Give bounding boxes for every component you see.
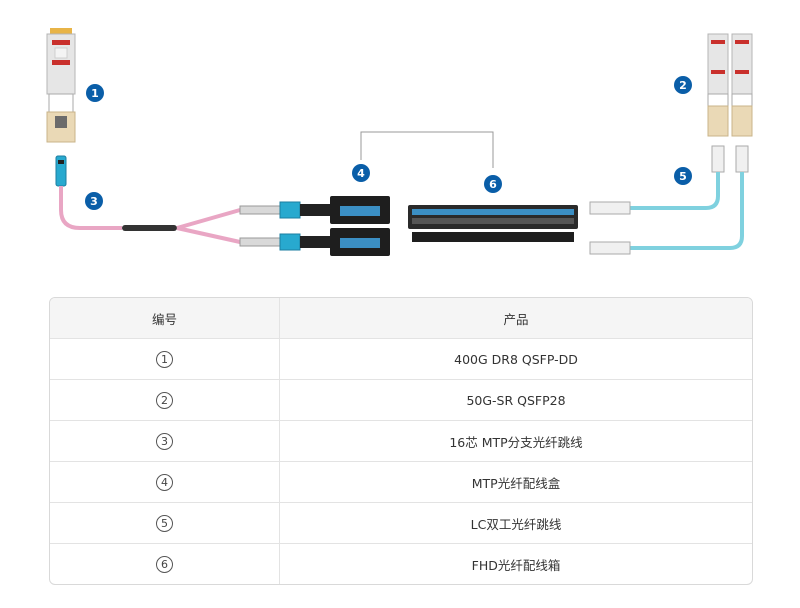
mtp-cassette-modules: [330, 196, 390, 256]
row-product: 16芯 MTP分支光纤跳线: [449, 434, 583, 450]
row-number: 2: [156, 391, 173, 409]
table-row: 6 FHD光纤配线箱: [50, 543, 752, 584]
row-number: 4: [156, 473, 173, 491]
table-row: 5 LC双工光纤跳线: [50, 502, 752, 543]
mtp-breakout-cable: [59, 186, 330, 251]
qsfp28-transceivers: [707, 33, 753, 137]
header-number: 编号: [50, 298, 280, 338]
row-number: 5: [156, 514, 173, 532]
table-header-row: 编号 产品: [50, 298, 752, 338]
row-number: 1: [156, 350, 173, 368]
callout-2-label: 2: [679, 79, 687, 92]
row-product: FHD光纤配线箱: [471, 557, 561, 573]
callout-6: 6: [484, 175, 502, 193]
parts-table: 编号 产品 1 400G DR8 QSFP-DD 2 50G-SR QSFP28…: [49, 297, 753, 585]
row-number: 6: [156, 555, 173, 573]
row-product: 50G-SR QSFP28: [466, 392, 566, 408]
callout-5-label: 5: [679, 170, 687, 183]
table-row: 3 16芯 MTP分支光纤跳线: [50, 420, 752, 461]
row-product: 400G DR8 QSFP-DD: [454, 351, 578, 367]
callout-4-label: 4: [357, 167, 365, 180]
network-diagram: 1 2 3 4 5 6: [46, 28, 753, 256]
row-product: MTP光纤配线盒: [471, 475, 561, 491]
header-product: 产品: [503, 311, 529, 327]
callout-3: 3: [85, 192, 103, 210]
callout-5: 5: [674, 167, 692, 185]
callout-1-label: 1: [91, 87, 99, 100]
callout-1: 1: [86, 84, 104, 102]
callout-leader-line: [360, 131, 494, 168]
callout-3-label: 3: [90, 195, 98, 208]
row-number: 3: [156, 432, 173, 450]
fhd-enclosure: [408, 205, 578, 242]
callout-4: 4: [352, 164, 370, 182]
table-row: 1 400G DR8 QSFP-DD: [50, 338, 752, 379]
callout-6-label: 6: [489, 178, 497, 191]
callout-2: 2: [674, 76, 692, 94]
row-product: LC双工光纤跳线: [470, 516, 562, 532]
qsfp-dd-transceiver: [46, 28, 76, 143]
table-row: 4 MTP光纤配线盒: [50, 461, 752, 502]
table-row: 2 50G-SR QSFP28: [50, 379, 752, 420]
lc-duplex-cables: [589, 145, 749, 255]
mtp-connector-top: [55, 155, 67, 187]
